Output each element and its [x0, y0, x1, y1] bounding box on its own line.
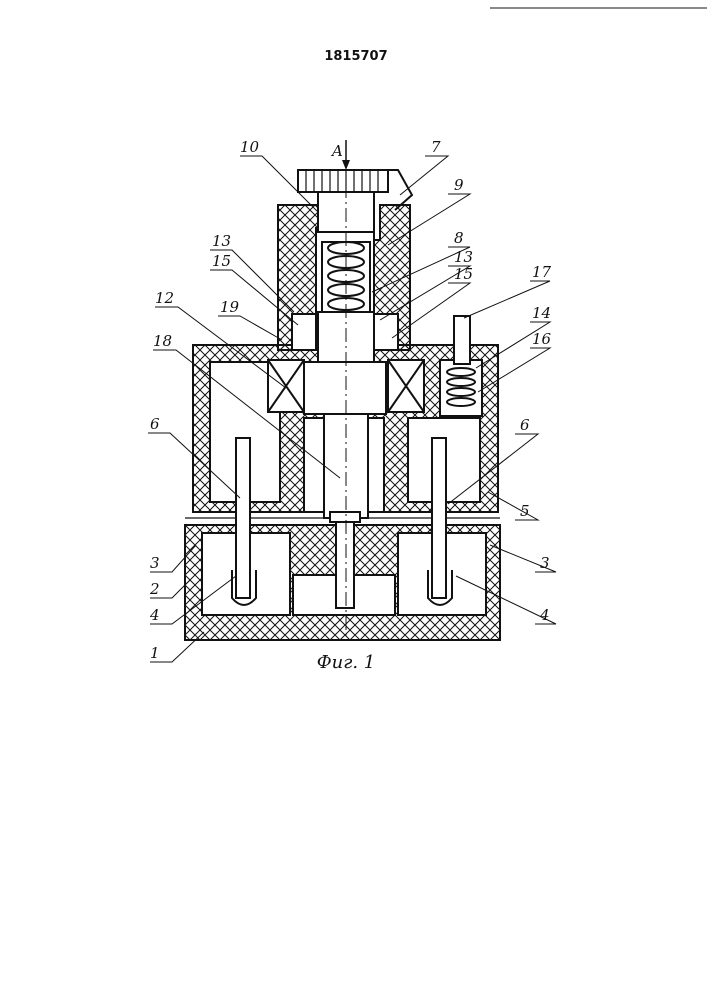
- screw-head: [330, 512, 360, 522]
- side-pin: [454, 316, 470, 364]
- label-14: 14: [532, 304, 551, 322]
- screw: [336, 518, 354, 608]
- label-4-right: 4: [539, 606, 550, 624]
- spring: [322, 242, 370, 312]
- label-15-left: 15: [212, 252, 231, 270]
- figure-caption: Фиг. 1: [317, 652, 376, 673]
- seal-left: [292, 314, 316, 350]
- label-19: 19: [220, 298, 240, 316]
- contact-pin-left: [236, 438, 250, 598]
- label-18: 18: [153, 332, 172, 350]
- view-marker: A: [330, 142, 343, 160]
- label-13-right: 13: [454, 248, 473, 266]
- label-7: 7: [431, 138, 441, 156]
- seal-right: [374, 314, 398, 350]
- label-9: 9: [454, 176, 464, 194]
- view-arrowhead: [342, 160, 350, 170]
- label-6-left: 6: [150, 415, 160, 433]
- label-13-left: 13: [212, 232, 231, 250]
- label-4-left: 4: [149, 606, 160, 624]
- adjust-knob: [298, 170, 388, 192]
- label-2: 2: [149, 580, 160, 598]
- patent-number: 1815707: [324, 49, 387, 64]
- label-8: 8: [454, 229, 464, 247]
- label-16: 16: [532, 330, 552, 348]
- label-12: 12: [155, 289, 174, 307]
- label-5: 5: [520, 502, 530, 520]
- armature: [304, 362, 386, 414]
- label-3-right: 3: [540, 554, 550, 572]
- label-3-left: 3: [150, 554, 160, 572]
- label-1: 1: [150, 644, 160, 662]
- label-10: 10: [240, 138, 260, 156]
- contact-pin-right: [432, 438, 446, 598]
- label-17: 17: [532, 263, 552, 281]
- label-6-right: 6: [520, 416, 530, 434]
- label-15-right: 15: [454, 265, 473, 283]
